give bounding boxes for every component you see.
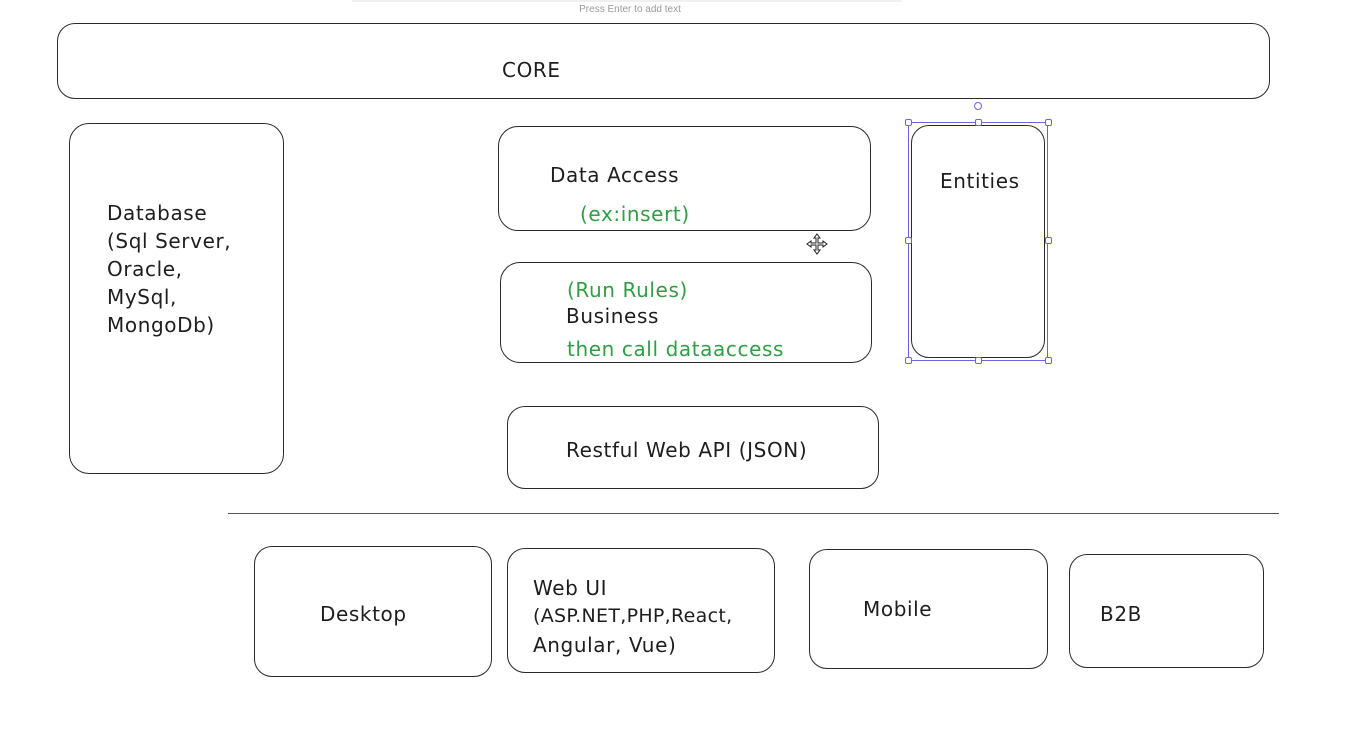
move-cursor-icon xyxy=(806,233,828,255)
business-box[interactable] xyxy=(500,262,872,363)
layer-divider-line[interactable] xyxy=(228,513,1279,514)
selection-frame[interactable] xyxy=(908,122,1048,361)
entities-label: Entities xyxy=(940,169,1020,193)
data-access-label: Data Access xyxy=(550,163,680,187)
web-ui-box[interactable] xyxy=(507,548,775,673)
api-label: Restful Web API (JSON) xyxy=(566,438,808,462)
b2b-box[interactable] xyxy=(1069,554,1264,668)
database-label-line-5: MongoDb) xyxy=(107,313,215,337)
mobile-box[interactable] xyxy=(809,549,1048,669)
data-access-box[interactable] xyxy=(498,126,871,231)
desktop-box[interactable] xyxy=(254,546,492,677)
database-label-line-3: Oracle, xyxy=(107,257,183,281)
mobile-label: Mobile xyxy=(863,597,933,621)
rotate-handle[interactable] xyxy=(974,102,982,110)
desktop-label: Desktop xyxy=(320,602,407,626)
resize-handle-se[interactable] xyxy=(1045,357,1052,364)
database-label-line-2: (Sql Server, xyxy=(107,229,232,253)
b2b-label: B2B xyxy=(1100,602,1142,626)
toolbar-strip xyxy=(352,0,902,2)
resize-handle-s[interactable] xyxy=(975,357,982,364)
database-label-line-1: Database xyxy=(107,201,208,225)
resize-handle-sw[interactable] xyxy=(905,357,912,364)
database-label-line-4: MySql, xyxy=(107,285,177,309)
database-box[interactable] xyxy=(69,123,284,474)
business-note-top: (Run Rules) xyxy=(567,278,688,302)
resize-handle-e[interactable] xyxy=(1045,237,1052,244)
resize-handle-w[interactable] xyxy=(905,237,912,244)
web-ui-label-line-1: Web UI xyxy=(533,576,608,600)
api-box[interactable] xyxy=(507,406,879,489)
business-label: Business xyxy=(566,304,659,328)
web-ui-label-line-3: Angular, Vue) xyxy=(533,633,677,657)
enter-text-hint: Press Enter to add text xyxy=(579,4,681,15)
core-label: CORE xyxy=(502,58,561,82)
web-ui-label-line-2: (ASP.NET,PHP,React, xyxy=(533,605,733,627)
resize-handle-nw[interactable] xyxy=(905,119,912,126)
resize-handle-ne[interactable] xyxy=(1045,119,1052,126)
business-note-bottom: then call dataaccess xyxy=(567,337,785,361)
core-box[interactable] xyxy=(57,23,1270,99)
data-access-note: (ex:insert) xyxy=(580,202,690,226)
resize-handle-n[interactable] xyxy=(975,119,982,126)
